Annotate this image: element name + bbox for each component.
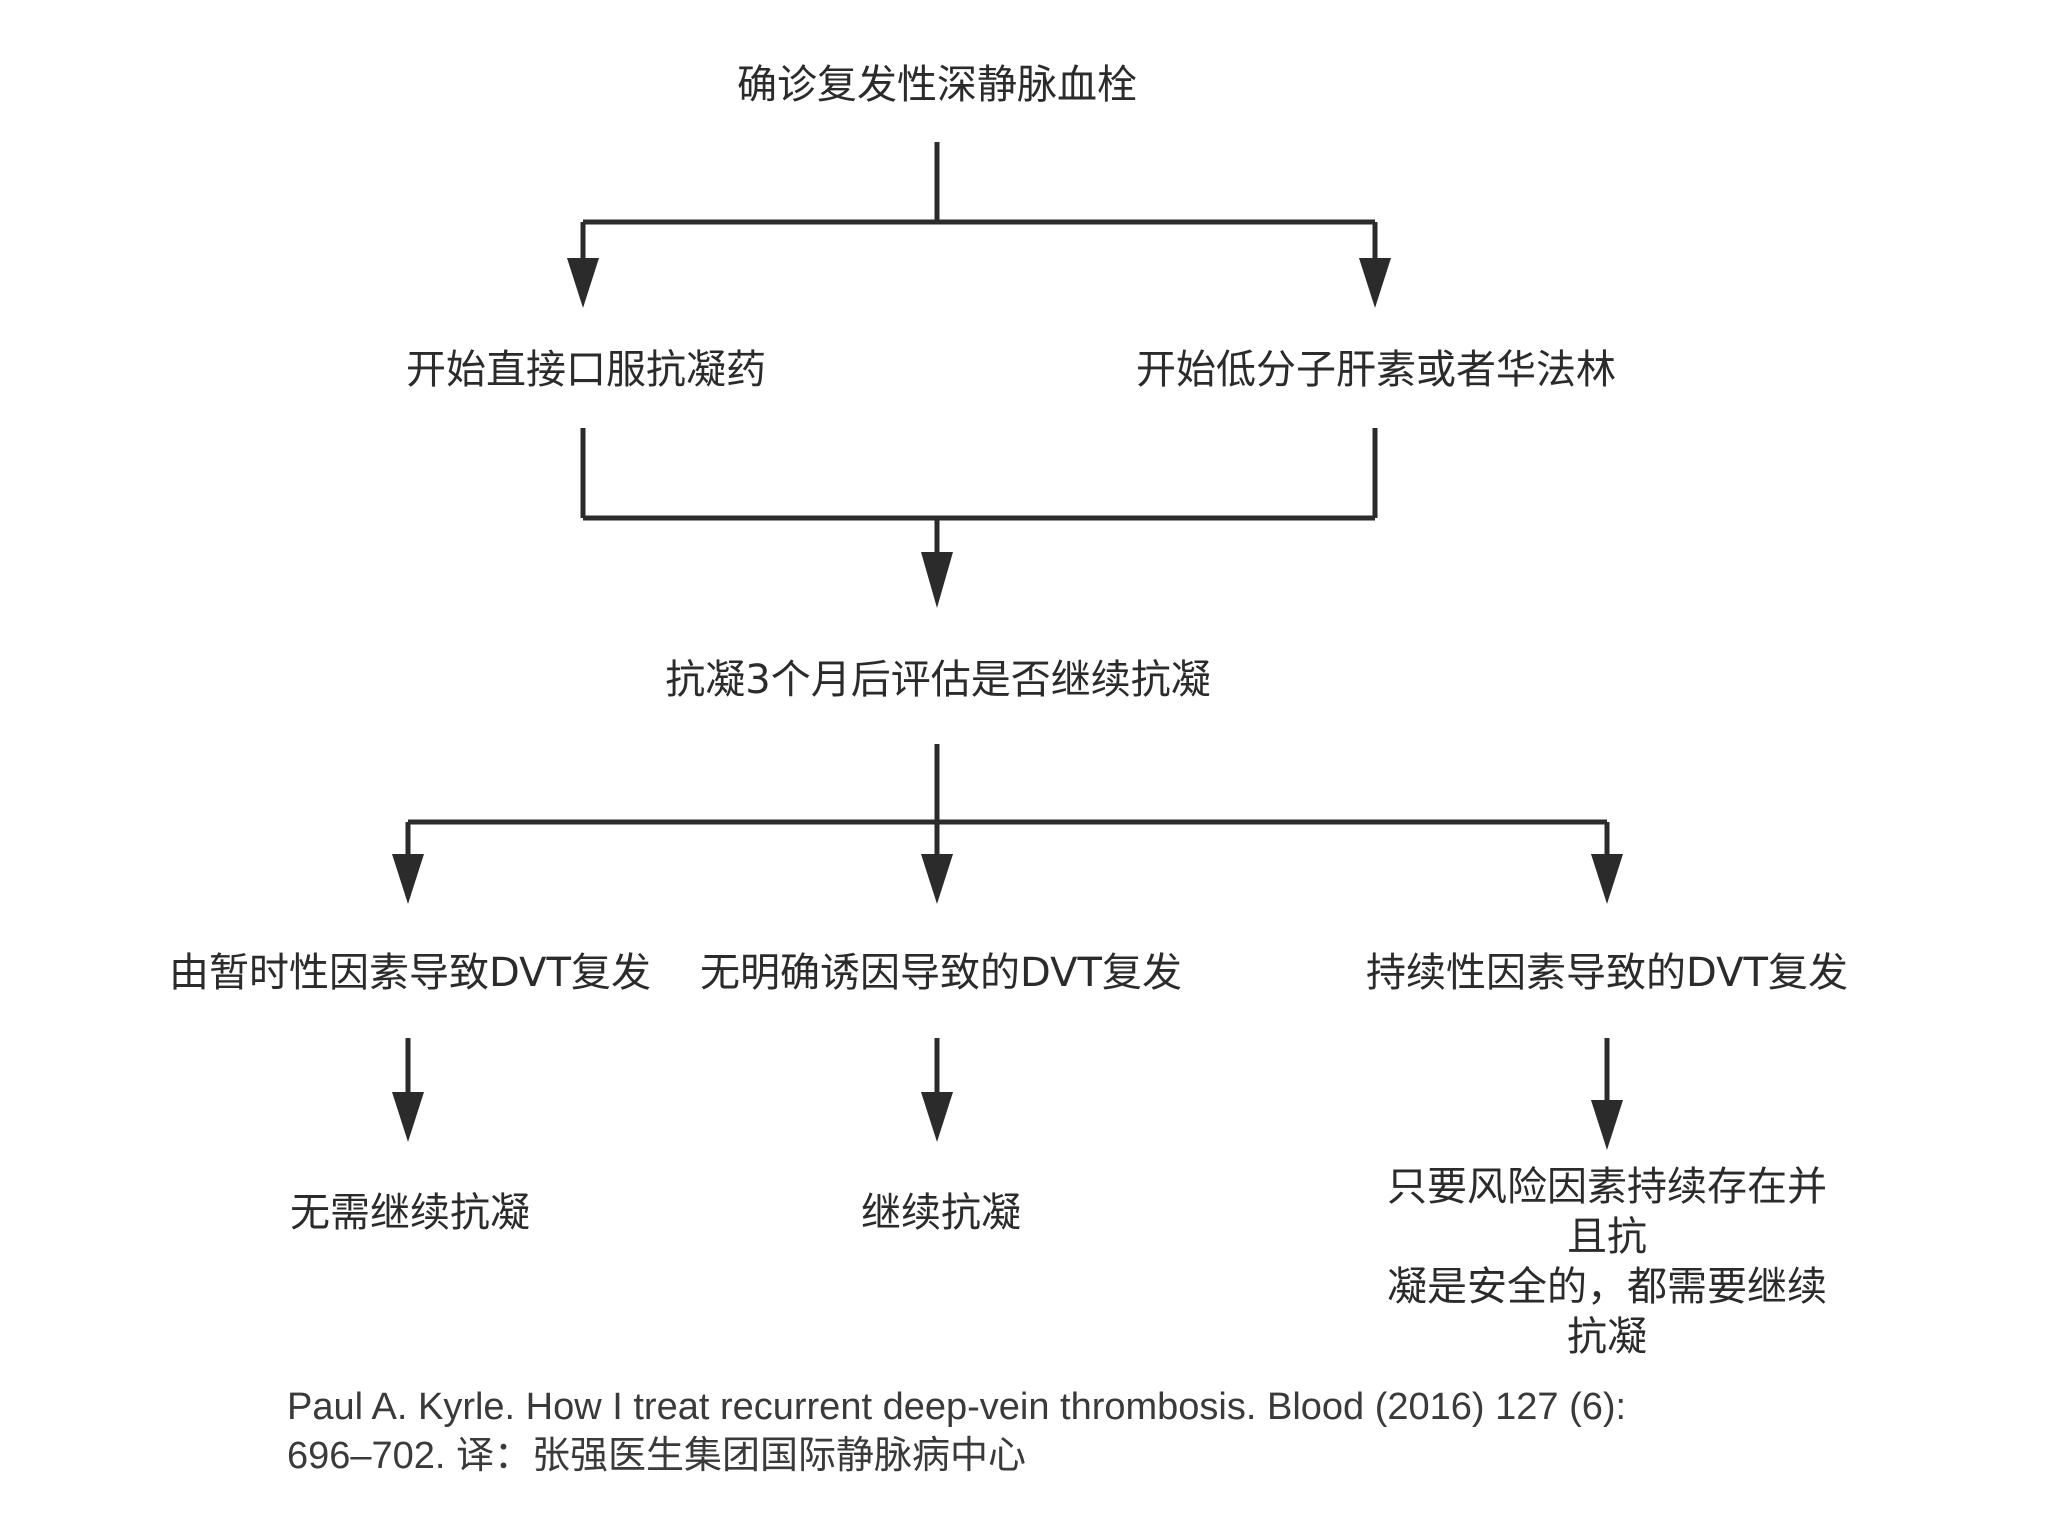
outcome-continue-while-risk-persists: 只要风险因素持续存在并且抗 凝是安全的，都需要继续抗凝 — [1380, 1162, 1835, 1362]
option-lmwh-or-warfarin: 开始低分子肝素或者华法林 — [1136, 347, 1616, 393]
outcome-persistent-line-2: 凝是安全的，都需要继续抗凝 — [1387, 1264, 1827, 1360]
root-node: 确诊复发性深静脉血栓 — [737, 62, 1137, 108]
outcome-no-continuation: 无需继续抗凝 — [290, 1190, 530, 1236]
arrowhead-transient-outcome — [392, 1092, 424, 1142]
cause-transient: 由暂时性因素导致DVT复发 — [169, 950, 651, 996]
arrowhead-unprovoked — [921, 854, 953, 904]
cause-persistent: 持续性因素导致的DVT复发 — [1366, 950, 1848, 996]
citation: Paul A. Kyrle. How I treat recurrent dee… — [287, 1383, 1626, 1482]
citation-line-2: 696–702. 译：张强医生集团国际静脉病中心 — [287, 1435, 1027, 1478]
option-direct-oral-anticoagulant: 开始直接口服抗凝药 — [406, 347, 766, 393]
outcome-persistent-line-1: 只要风险因素持续存在并且抗 — [1387, 1164, 1827, 1260]
arrowhead-left-option — [567, 258, 599, 308]
assessment-node: 抗凝3个月后评估是否继续抗凝 — [665, 657, 1211, 703]
arrowhead-assessment — [921, 552, 953, 608]
arrowhead-transient — [392, 854, 424, 904]
citation-line-1: Paul A. Kyrle. How I treat recurrent dee… — [287, 1386, 1627, 1428]
arrowhead-unprovoked-outcome — [921, 1092, 953, 1142]
arrowhead-persistent — [1591, 854, 1623, 904]
arrowhead-right-option — [1359, 258, 1391, 308]
arrowhead-persistent-outcome — [1591, 1100, 1623, 1150]
outcome-continue: 继续抗凝 — [861, 1190, 1021, 1236]
cause-unprovoked: 无明确诱因导致的DVT复发 — [700, 950, 1182, 996]
